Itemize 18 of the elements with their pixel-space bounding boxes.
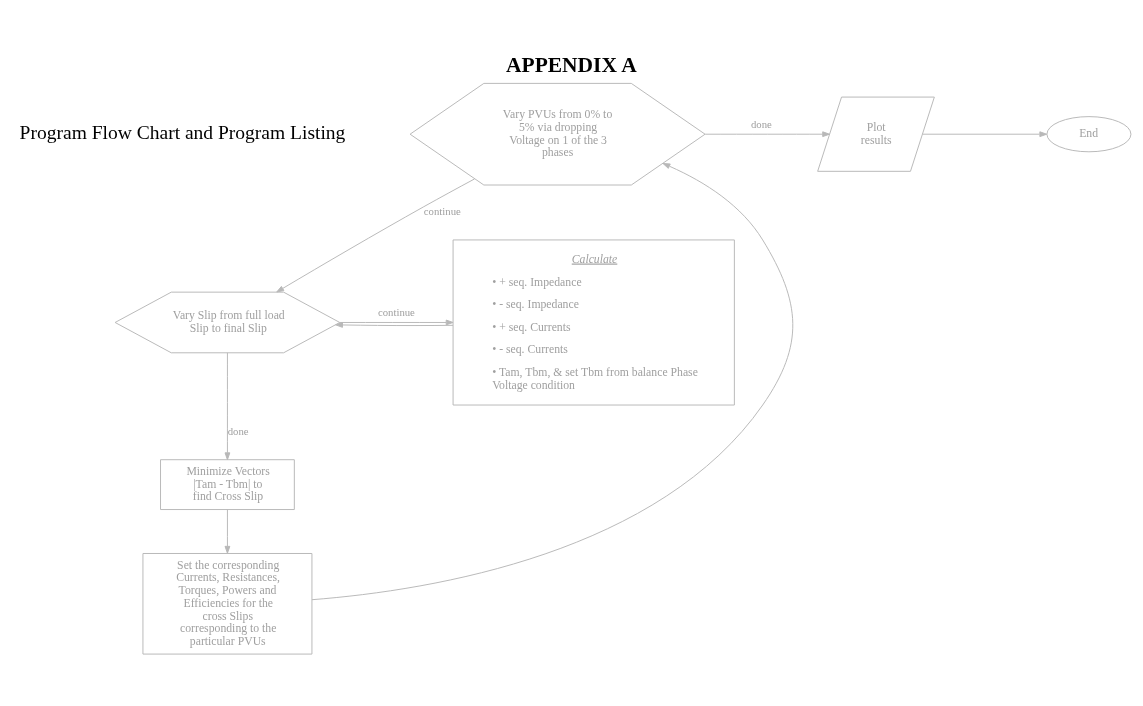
arrow <box>704 131 831 138</box>
node-box: Minimize Vectors |Tam - Tbm| to find Cross Slip <box>160 459 295 510</box>
node-box: Calculate • + seq. Impedance • - seq. Impedance • + seq. Currents • - seq. Currents • Tam, Tbm, & set Tbm from balance Phase Voltage condition <box>452 239 735 406</box>
arrow <box>224 352 231 461</box>
node-box: Set the corresponding Currents, Resistances, Torques, Powers and Efficiencies for the cross Slips corresponding to the particular PVUs <box>142 553 313 655</box>
diagram-title: APPENDIX A <box>506 53 637 78</box>
edge-label: continue <box>423 205 461 218</box>
edge-label: continue <box>377 306 415 319</box>
arrow <box>335 322 454 328</box>
node-ellipse: End <box>1046 116 1132 153</box>
arrow <box>311 163 794 601</box>
arrow <box>224 509 231 554</box>
edge-label: done <box>227 425 249 438</box>
arrow <box>339 319 454 326</box>
arrow <box>276 178 475 293</box>
label: Program Flow Chart and Program Listing <box>19 122 346 144</box>
edge-label: done <box>750 118 772 131</box>
arrow <box>922 131 1048 138</box>
